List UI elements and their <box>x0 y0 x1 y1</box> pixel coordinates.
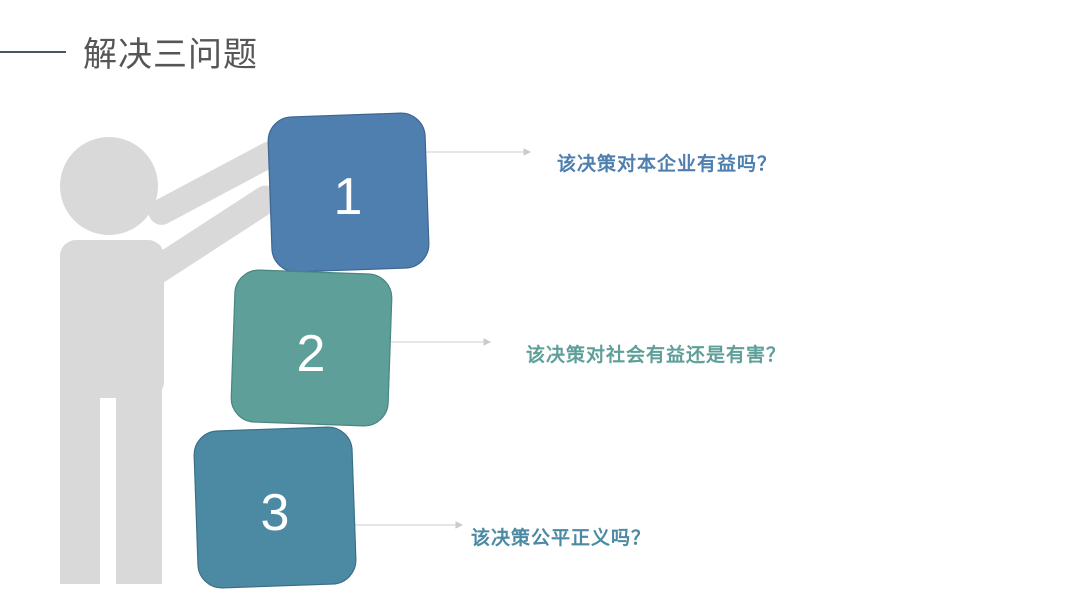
step-number-2: 2 <box>297 325 326 383</box>
question-2: 该决策对社会有益还是有害？ <box>526 344 787 366</box>
step-box-1: 1 <box>267 112 430 273</box>
connector-3 <box>354 521 464 529</box>
title-rule <box>0 51 66 53</box>
slide-title: 解决三问题 <box>83 35 258 75</box>
step-number-1: 1 <box>334 168 363 226</box>
connector-2 <box>391 338 492 346</box>
question-1: 该决策对本企业有益吗？ <box>557 153 778 175</box>
step-box-3: 3 <box>193 426 357 589</box>
question-3: 该决策公平正义吗？ <box>471 527 652 549</box>
step-number-3: 3 <box>261 484 290 542</box>
connector-1 <box>426 148 532 156</box>
person-silhouette-icon <box>60 137 283 584</box>
step-box-2: 2 <box>230 269 393 427</box>
